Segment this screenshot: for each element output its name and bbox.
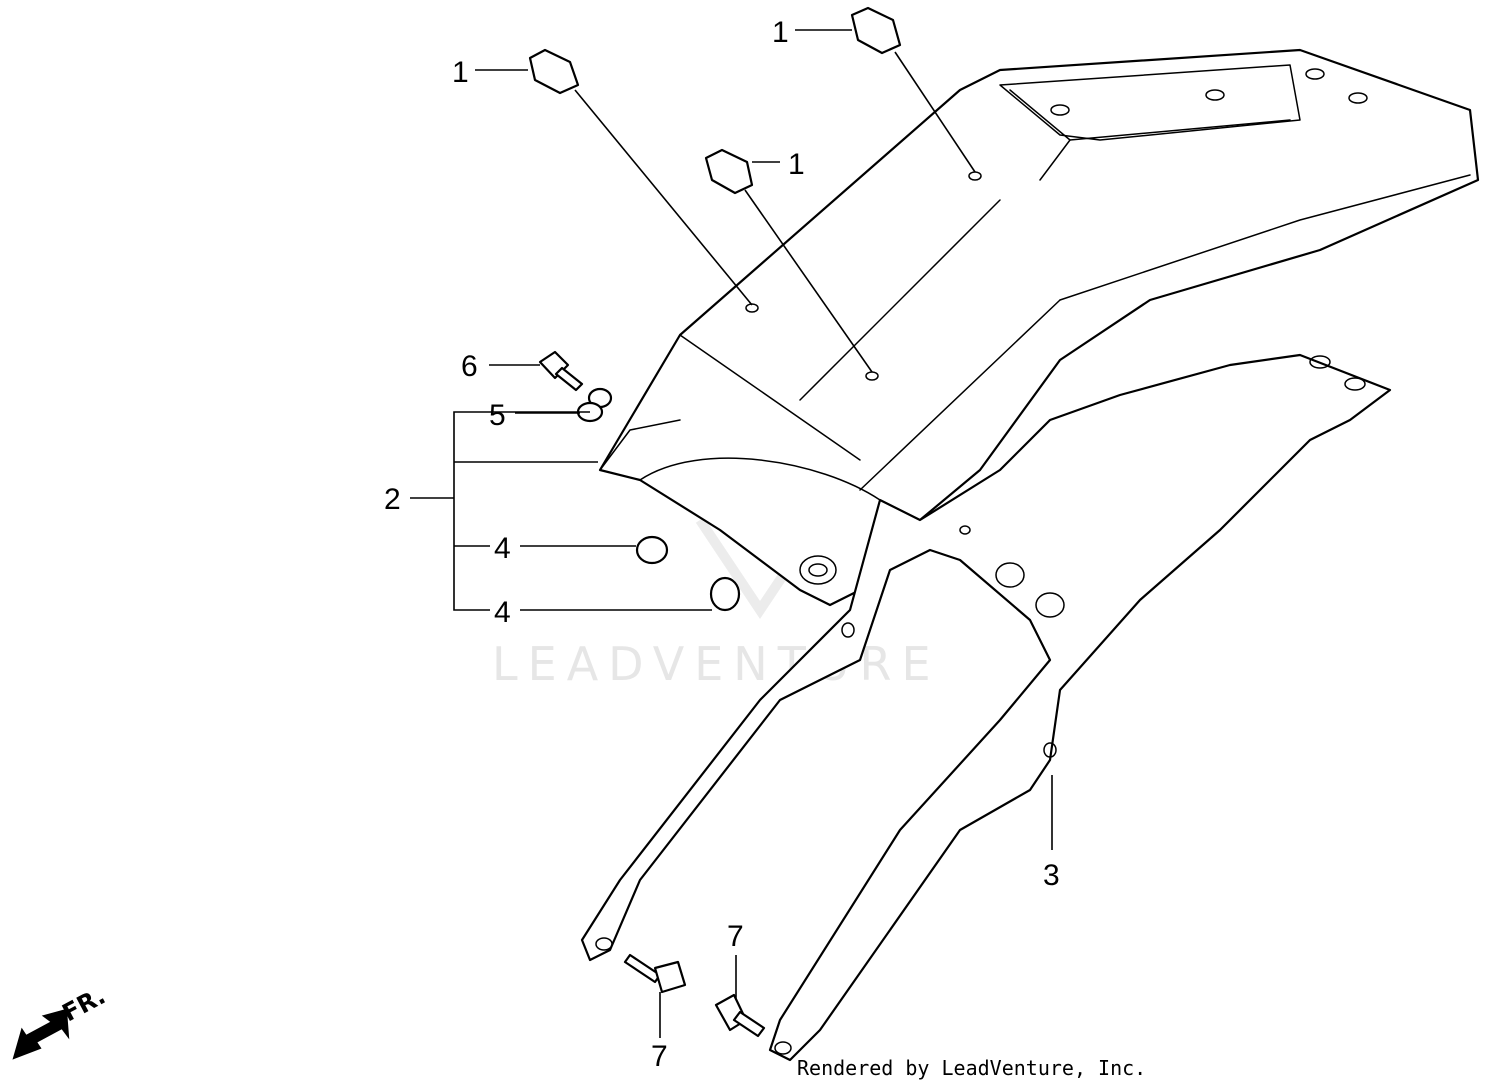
callout-5: 5 bbox=[489, 399, 506, 432]
callout-1b: 1 bbox=[772, 16, 789, 49]
callout-6: 6 bbox=[461, 350, 478, 383]
rear-fender bbox=[598, 48, 1480, 607]
front-arrow-icon bbox=[12, 1008, 70, 1060]
credit-text: Rendered by LeadVenture, Inc. bbox=[797, 1056, 1146, 1080]
callout-2: 2 bbox=[384, 483, 401, 516]
bolt-6-icon bbox=[538, 350, 584, 392]
nut-1a-icon bbox=[528, 48, 580, 95]
callout-7a: 7 bbox=[727, 920, 744, 953]
nut-1b-icon bbox=[850, 6, 902, 55]
callouts: 1 1 1 2 3 4 4 5 6 7 7 bbox=[384, 16, 1060, 1073]
callout-7b: 7 bbox=[651, 1040, 668, 1073]
bolt-7b-icon bbox=[714, 993, 766, 1038]
leader-lines bbox=[410, 29, 1053, 1038]
bolt-7a-icon bbox=[623, 953, 687, 994]
grommet-5-icon bbox=[576, 387, 613, 423]
collar-4b-icon bbox=[709, 576, 741, 612]
collar-4a-icon bbox=[635, 535, 669, 565]
callout-1a: 1 bbox=[452, 56, 469, 89]
nut-1c-icon bbox=[704, 148, 754, 195]
callout-4b: 4 bbox=[494, 596, 511, 629]
callout-1c: 1 bbox=[788, 148, 805, 181]
watermark-text: LEADVENTURE bbox=[492, 637, 941, 691]
fender-stay bbox=[580, 353, 1392, 1062]
callout-4a: 4 bbox=[494, 532, 511, 565]
callout-3: 3 bbox=[1043, 859, 1060, 892]
front-direction-indicator: FR. bbox=[12, 982, 110, 1060]
